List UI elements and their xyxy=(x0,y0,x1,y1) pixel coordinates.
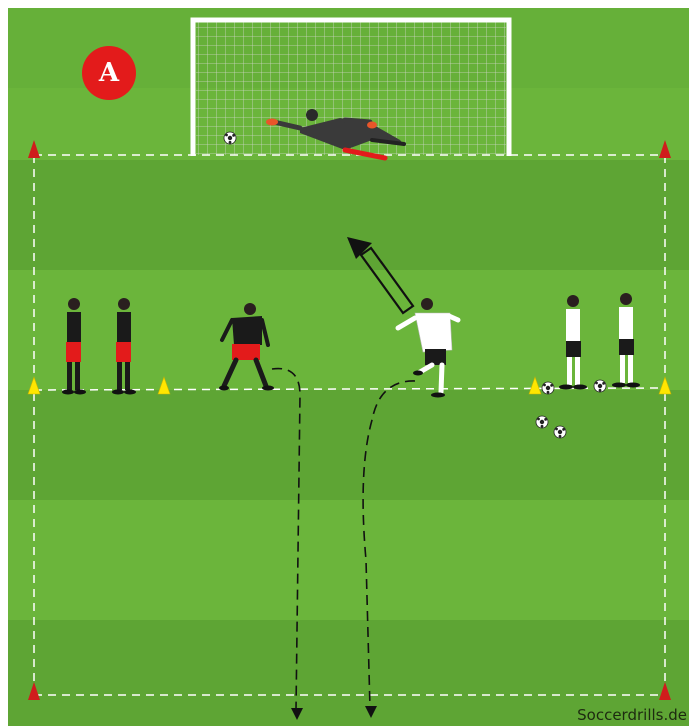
soccer-ball-icon xyxy=(224,132,236,144)
soccer-ball-icon xyxy=(536,416,548,428)
station-badge: A xyxy=(82,46,136,100)
soccer-ball-icon xyxy=(594,380,606,392)
station-label: A xyxy=(99,58,119,88)
soccer-ball-icon xyxy=(542,382,554,394)
soccer-ball-icon xyxy=(554,426,566,438)
watermark: Soccerdrills.de xyxy=(577,706,687,724)
